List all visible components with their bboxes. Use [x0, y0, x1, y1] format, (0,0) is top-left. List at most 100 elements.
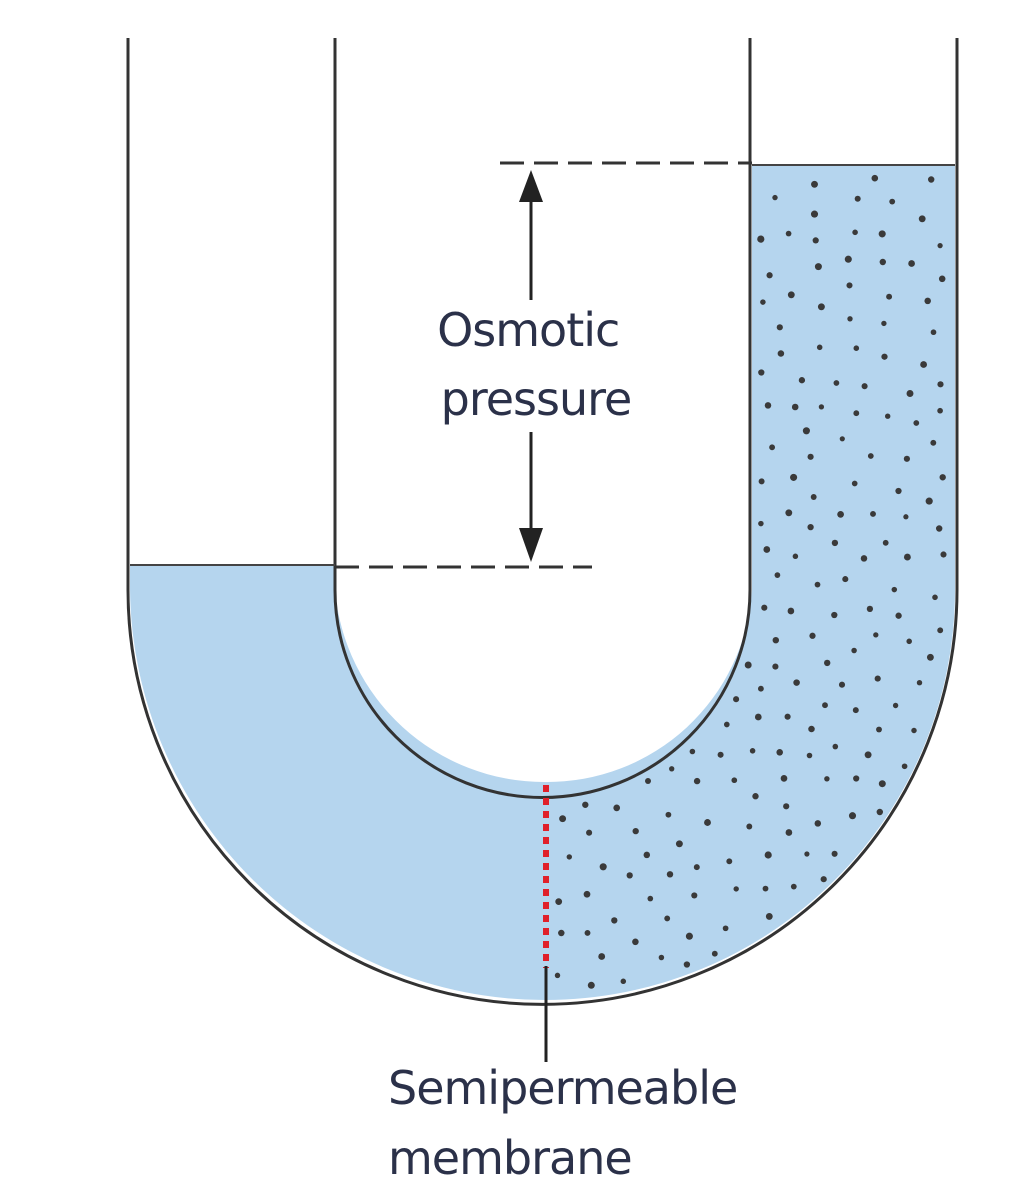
solute-particle-dot-icon: [733, 696, 740, 703]
solute-particle-dot-icon: [586, 829, 593, 836]
solute-particle-dot-icon: [906, 390, 914, 397]
solute-particle-dot-icon: [846, 282, 853, 289]
solute-particle-dot-icon: [758, 520, 764, 527]
osmotic-label-line-2: pressure: [441, 372, 632, 426]
solute-particle-dot-icon: [611, 917, 618, 924]
solute-particle-dot-icon: [937, 381, 944, 388]
solute-particle-dot-icon: [833, 380, 840, 386]
solute-particle-dot-icon: [658, 954, 665, 961]
solute-particle-dot-icon: [927, 176, 935, 183]
solute-particle-dot-icon: [810, 494, 817, 500]
solute-particle-dot-icon: [873, 632, 879, 638]
solute-particle-dot-icon: [903, 553, 911, 561]
solute-particle-dot-icon: [763, 546, 771, 553]
solute-particle-dot-icon: [906, 638, 912, 645]
solute-particle-dot-icon: [847, 316, 853, 322]
solute-particle-dot-icon: [816, 344, 823, 351]
solute-particle-dot-icon: [920, 361, 927, 368]
solute-particle-dot-icon: [851, 647, 857, 654]
solute-particle-dot-icon: [854, 195, 861, 202]
solute-particle-dot-icon: [704, 819, 711, 826]
solute-particle-dot-icon: [940, 551, 947, 558]
solute-particle-dot-icon: [860, 555, 868, 562]
solute-particle-dot-icon: [886, 293, 893, 300]
solute-particle-dot-icon: [733, 886, 739, 892]
solute-particle-dot-icon: [554, 972, 561, 979]
solute-particle-dot-icon: [807, 523, 814, 531]
solute-particle-dot-icon: [889, 198, 896, 205]
solute-particle-dot-icon: [791, 403, 799, 411]
solute-particle-dot-icon: [762, 885, 769, 892]
solute-particle-dot-icon: [852, 707, 859, 714]
solute-particle-dot-icon: [839, 436, 845, 442]
solute-particle-dot-icon: [749, 748, 756, 754]
solute-particle-dot-icon: [752, 793, 759, 800]
membrane-label-line-2: membrane: [388, 1131, 632, 1185]
tube-outer-bottom-curve: [126, 589, 959, 1006]
solute-particle-dot-icon: [911, 727, 917, 734]
solute-particle-dot-icon: [769, 444, 776, 451]
right-solution-fill: [545, 165, 955, 1000]
solute-particle-dot-icon: [758, 478, 765, 485]
solute-particle-dot-icon: [772, 636, 780, 644]
solute-particle-dot-icon: [838, 681, 846, 688]
solute-particle-dot-icon: [744, 661, 752, 669]
solute-particle-dot-icon: [711, 950, 718, 957]
solute-particle-dot-icon: [885, 413, 891, 419]
solute-particle-dot-icon: [879, 258, 886, 266]
solute-particle-dot-icon: [685, 932, 693, 940]
solute-particle-dot-icon: [861, 383, 868, 390]
solute-particle-dot-icon: [878, 230, 886, 238]
solute-particle-dot-icon: [691, 892, 698, 899]
solute-particle-dot-icon: [808, 725, 815, 733]
solute-particle-dot-icon: [876, 726, 882, 733]
solute-particle-dot-icon: [764, 851, 772, 859]
solute-particle-dot-icon: [866, 605, 874, 613]
membrane-label-line-1: Semipermeable: [388, 1061, 737, 1115]
solute-particle-dot-icon: [645, 778, 651, 784]
solute-particle-dot-icon: [587, 981, 595, 989]
solute-particle-dot-icon: [817, 303, 825, 311]
solute-particle-dot-icon: [632, 827, 639, 835]
solute-particle-dot-icon: [613, 804, 621, 812]
solute-particle-dot-icon: [824, 776, 830, 782]
solute-particle-dot-icon: [937, 627, 944, 634]
solute-particle-dot-icon: [632, 938, 639, 946]
solute-particle-dot-icon: [802, 427, 810, 435]
solute-particle-dot-icon: [784, 713, 791, 720]
solute-particle-dot-icon: [918, 215, 926, 223]
solute-particle-dot-icon: [761, 604, 768, 611]
solute-particle-dot-icon: [831, 850, 838, 857]
solute-particle-dot-icon: [908, 260, 915, 267]
solute-particle-dot-icon: [664, 915, 671, 922]
solute-particle-dot-icon: [842, 576, 849, 583]
solute-particle-dot-icon: [772, 194, 778, 201]
solute-particle-dot-icon: [693, 777, 701, 785]
solute-particle-dot-icon: [559, 815, 567, 823]
solute-particle-dot-icon: [643, 851, 651, 859]
solute-particle-dot-icon: [937, 242, 943, 249]
solute-particle-dot-icon: [938, 275, 946, 283]
solute-particle-dot-icon: [814, 820, 822, 827]
solute-particle-dot-icon: [790, 473, 798, 481]
solute-particle-dot-icon: [777, 350, 785, 357]
solute-particle-dot-icon: [853, 775, 860, 782]
solute-particle-dot-icon: [804, 851, 810, 857]
solute-particle-dot-icon: [792, 553, 799, 560]
solute-particle-dot-icon: [598, 953, 606, 960]
solute-particle-dot-icon: [772, 663, 779, 670]
solute-particle-dot-icon: [844, 255, 852, 263]
solute-particle-dot-icon: [881, 353, 888, 360]
solute-particle-dot-icon: [765, 912, 773, 920]
solute-particle-dot-icon: [776, 324, 783, 331]
osmotic-label-line-1: Osmotic: [437, 303, 619, 357]
solute-particle-dot-icon: [811, 180, 818, 188]
solute-particle-dot-icon: [876, 808, 884, 816]
solute-particle-dot-icon: [790, 883, 797, 890]
solute-particle-dot-icon: [675, 840, 683, 848]
solute-particle-dot-icon: [757, 235, 765, 243]
solute-particle-dot-icon: [832, 743, 839, 750]
solute-particle-dot-icon: [584, 929, 591, 936]
solute-particle-dot-icon: [831, 611, 838, 619]
